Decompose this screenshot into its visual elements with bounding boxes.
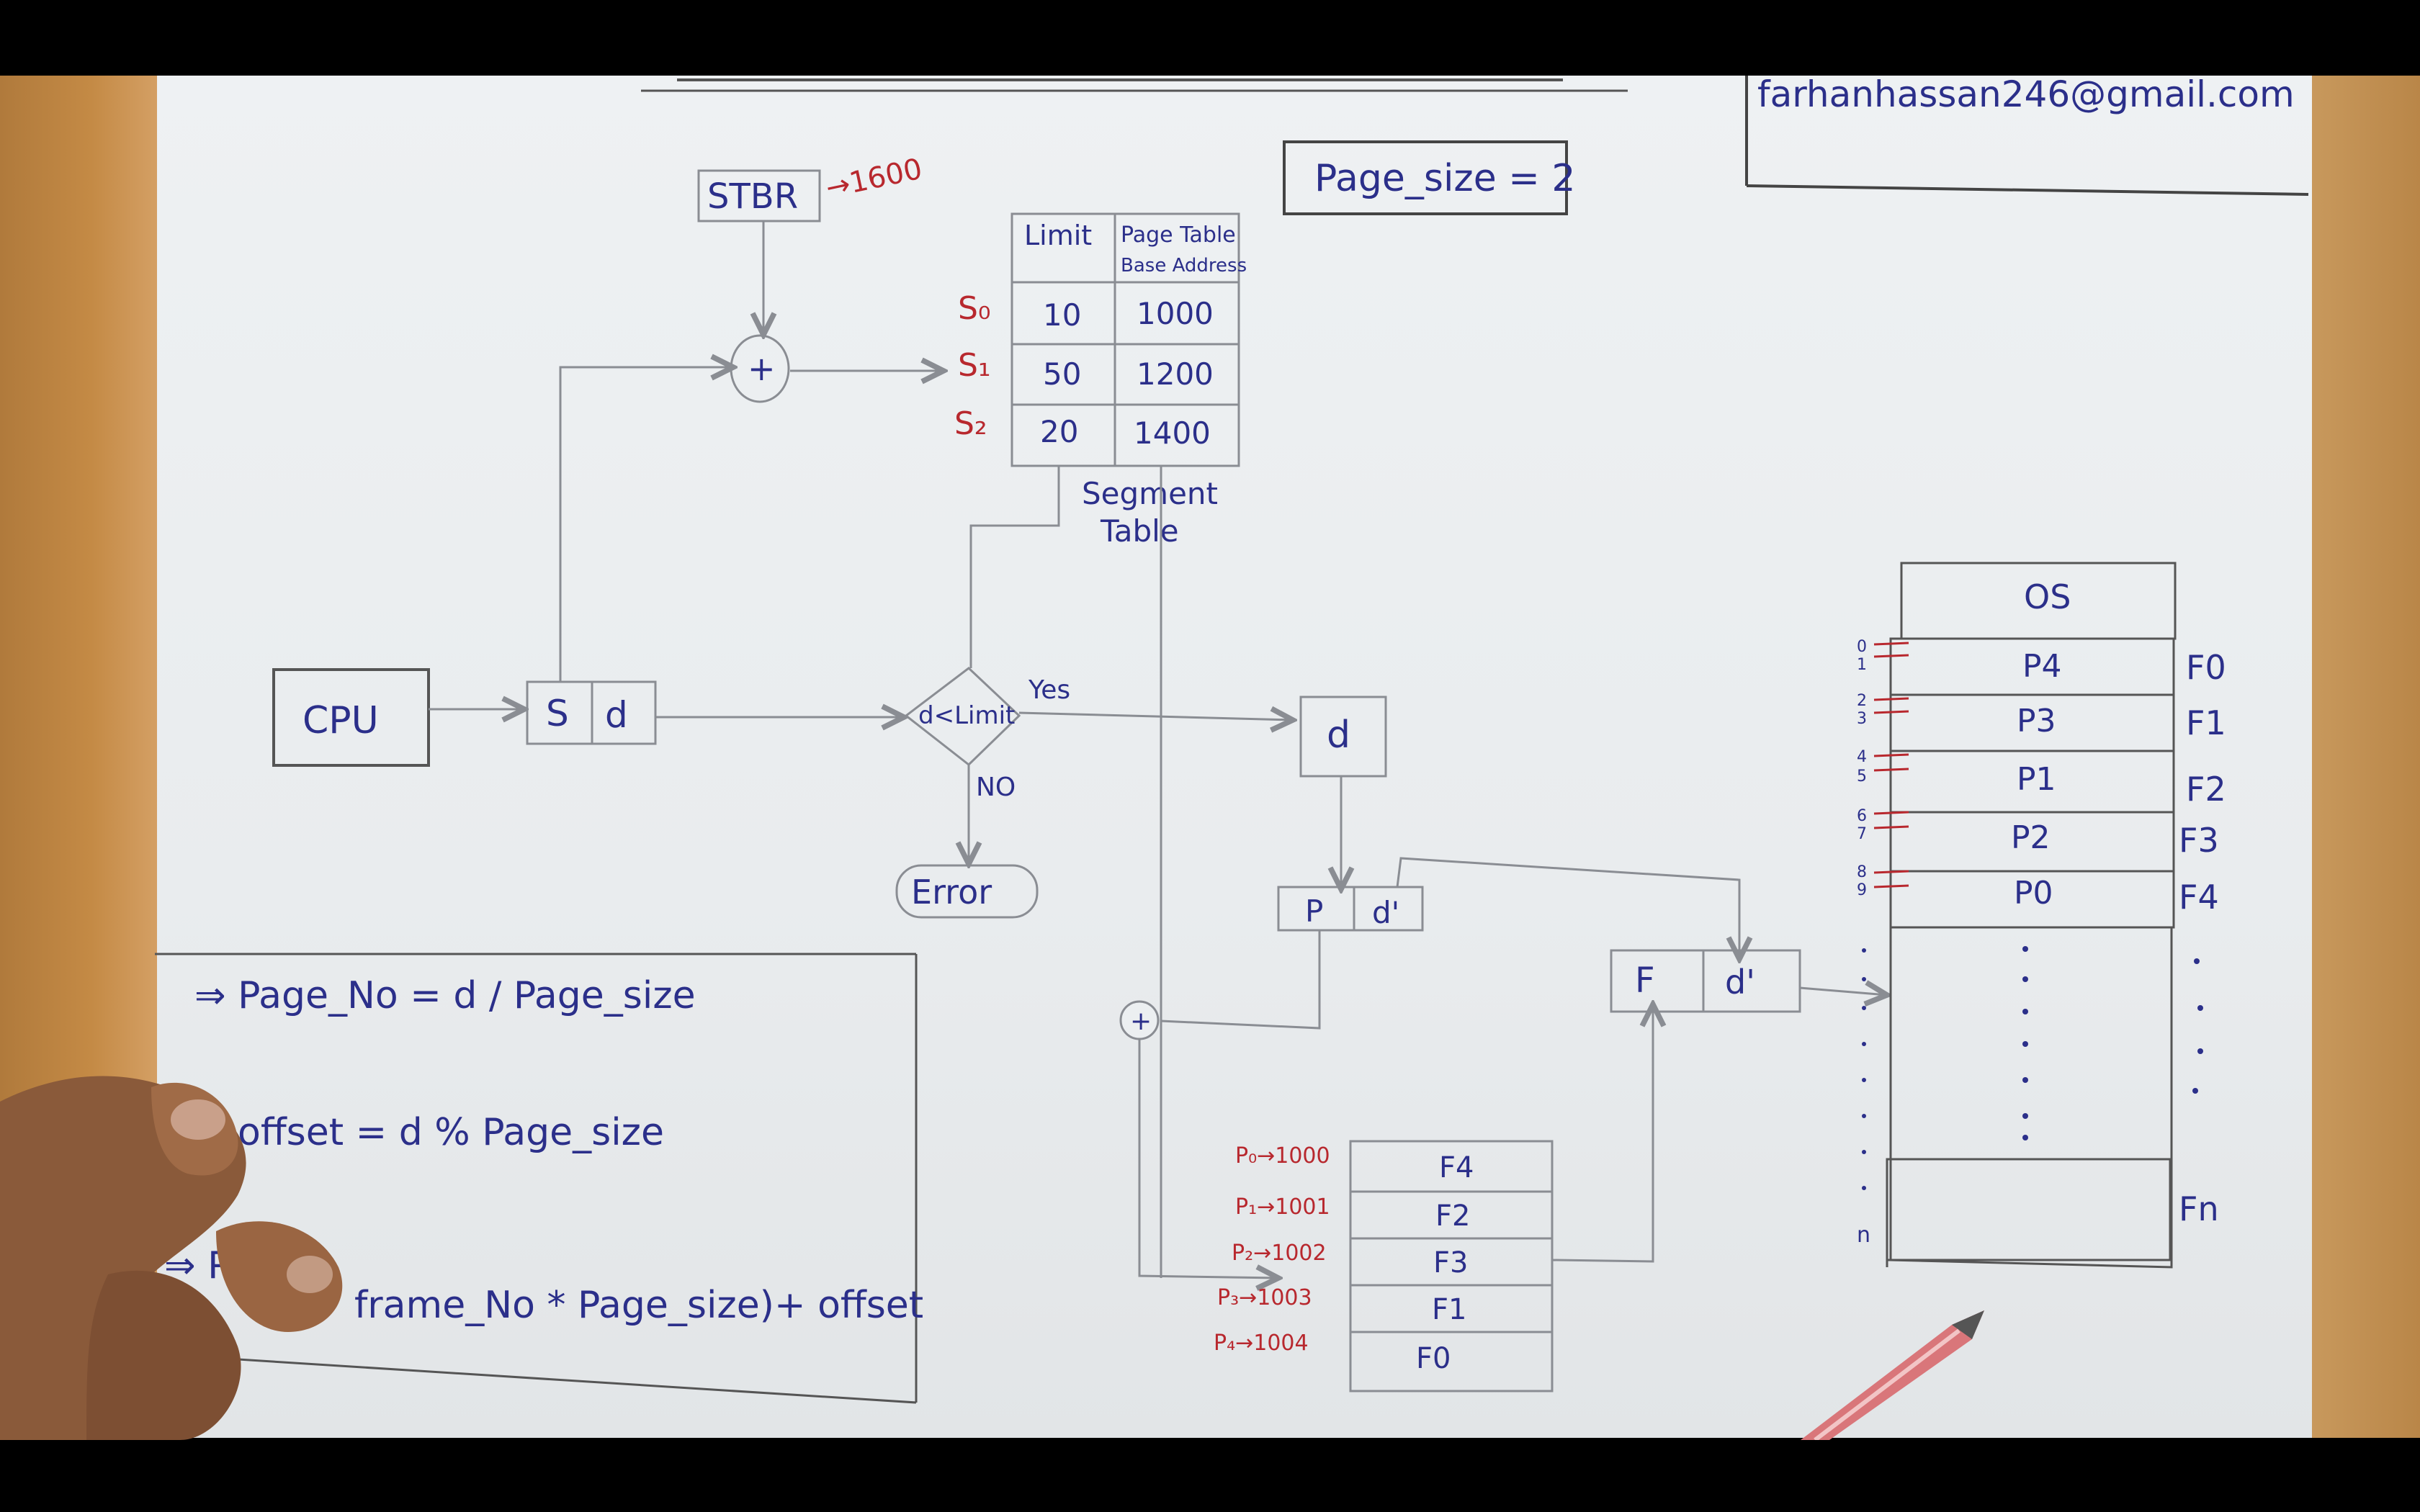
adder-to-pagetable-arrow <box>1138 1039 1278 1278</box>
memory-last-address: n <box>1857 1223 1870 1248</box>
address-d: d <box>605 694 628 736</box>
page-table: P₀→1000 F4 P₁→1001 F2 P₂→1002 F3 P₃→1003… <box>1214 1140 1554 1392</box>
memory-frame: F1 <box>2186 703 2226 742</box>
memory-page: P2 <box>2011 819 2051 856</box>
hand-image <box>0 1076 343 1440</box>
decision-node: d<Limit Yes NO <box>904 667 1070 802</box>
segment-label: S₀ <box>958 290 991 327</box>
d-box-label: d <box>1327 714 1350 757</box>
cpu-label: CPU <box>302 699 379 742</box>
memory-address: 6 <box>1857 807 1867 825</box>
d-box: d <box>1299 696 1387 778</box>
formula-page-number: ⇒ Page_No = d / Page_size <box>194 974 696 1017</box>
memory-frame: F2 <box>2186 770 2226 809</box>
memory-page: P4 <box>2022 648 2062 685</box>
segment-table-caption: Table <box>1100 513 1179 549</box>
page-offset-label: d' <box>1372 895 1399 930</box>
frame-offset-label: d' <box>1725 963 1755 1002</box>
error-terminal: Error <box>895 864 1039 919</box>
page-adder-symbol: + <box>1130 1007 1152 1036</box>
stbr-value: →1600 <box>823 153 926 205</box>
segment-table-header-baseaddress: Base Address <box>1121 255 1247 276</box>
physical-address-box: F d' <box>1610 949 1801 1013</box>
segment-base: 1400 <box>1134 415 1211 451</box>
stbr-register: STBR →1600 <box>697 153 926 222</box>
memory-last-frame: Fn <box>2179 1189 2219 1228</box>
page-number-label: P <box>1305 894 1323 929</box>
page-offset-box: P d' <box>1277 886 1424 932</box>
memory-address: 8 <box>1857 863 1867 881</box>
formula-offset: offset = d % Page_size <box>238 1111 664 1154</box>
page-size-box: Page_size = 2 <box>1283 140 1575 215</box>
page-table-frame: F1 <box>1432 1293 1466 1326</box>
segment-label: S₁ <box>958 347 991 384</box>
address-s: S <box>546 693 569 734</box>
segment-table-caption: Segment <box>1082 476 1218 511</box>
segment-table-header-limit: Limit <box>1024 220 1092 251</box>
memory-address: 9 <box>1857 881 1867 899</box>
page-table-row-label: P₃→1003 <box>1217 1285 1312 1310</box>
physical-memory: OS P4 P3 P1 P2 P0 F0 F1 F2 F3 F4 Fn 0 1 … <box>1857 562 2226 1269</box>
physical-to-memory-arrow <box>1799 988 1887 995</box>
memory-frame: F4 <box>2179 878 2219 917</box>
pen-image <box>1801 1310 1984 1440</box>
limit-to-decision-line <box>969 466 1060 668</box>
frame-label: F <box>1635 960 1655 1001</box>
yes-to-d-arrow <box>1018 713 1293 720</box>
cpu-box: CPU <box>272 668 430 767</box>
page-table-row-label: P₂→1002 <box>1232 1241 1327 1266</box>
segment-limit: 50 <box>1043 356 1081 392</box>
formula-box: ⇒ Page_No = d / Page_size offset = d % P… <box>147 953 923 1404</box>
memory-frame: F0 <box>2186 648 2226 687</box>
memory-frame: F3 <box>2179 821 2219 860</box>
page-table-frame: F4 <box>1439 1151 1474 1184</box>
segment-table: Limit Page Table Base Address S₀ 10 1000… <box>954 212 1247 549</box>
adder-node: + <box>730 334 790 403</box>
memory-address: 7 <box>1857 825 1867 843</box>
memory-address: 1 <box>1857 656 1867 674</box>
segment-base: 1000 <box>1137 296 1214 331</box>
pagetable-to-frame-arrow <box>1551 1004 1653 1263</box>
page-table-frame: F0 <box>1416 1342 1451 1375</box>
page-size-text: Page_size = 2 <box>1314 157 1575 200</box>
memory-address: 4 <box>1857 748 1867 766</box>
memory-page: P1 <box>2017 761 2056 798</box>
page-table-frame: F3 <box>1433 1246 1468 1279</box>
os-label: OS <box>2024 577 2071 616</box>
memory-address: 5 <box>1857 768 1867 786</box>
error-label: Error <box>911 873 992 912</box>
page-adder-node: + <box>1119 1000 1160 1040</box>
segment-table-header-pagetable: Page Table <box>1121 222 1236 248</box>
paper-sheet <box>157 76 2312 1438</box>
dprime-to-physical-line <box>1396 857 1739 959</box>
memory-page: P3 <box>2017 703 2056 739</box>
formula-physical-end: frame_No * Page_size)+ offset <box>354 1284 923 1327</box>
segment-label: S₂ <box>954 405 987 442</box>
email-text: farhanhassan246@gmail.com <box>1757 73 2295 115</box>
segment-to-adder-line <box>559 367 733 682</box>
decision-condition: d<Limit <box>918 701 1015 730</box>
page-table-row-label: P₁→1001 <box>1235 1194 1330 1220</box>
decision-yes-label: Yes <box>1028 675 1070 705</box>
segment-limit: 20 <box>1040 414 1078 449</box>
email-box: farhanhassan246@gmail.com <box>1745 73 2309 196</box>
adder-symbol: + <box>748 349 776 388</box>
desk-surface-right <box>2305 76 2420 1438</box>
logical-address-box: S d <box>526 680 657 745</box>
memory-page: P0 <box>2014 875 2053 912</box>
decision-no-label: NO <box>976 773 1016 802</box>
page-table-frame: F2 <box>1435 1200 1470 1233</box>
page-table-row-label: P₀→1000 <box>1235 1143 1330 1169</box>
memory-address: 3 <box>1857 710 1867 728</box>
page-to-adder-line <box>1160 930 1321 1030</box>
memory-address: 0 <box>1857 638 1867 656</box>
header-rule <box>641 78 1628 92</box>
segment-base: 1200 <box>1137 356 1214 392</box>
segment-limit: 10 <box>1043 297 1081 333</box>
stbr-label: STBR <box>707 176 798 217</box>
memory-address: 2 <box>1857 692 1867 710</box>
page-table-row-label: P₄→1004 <box>1214 1331 1309 1356</box>
